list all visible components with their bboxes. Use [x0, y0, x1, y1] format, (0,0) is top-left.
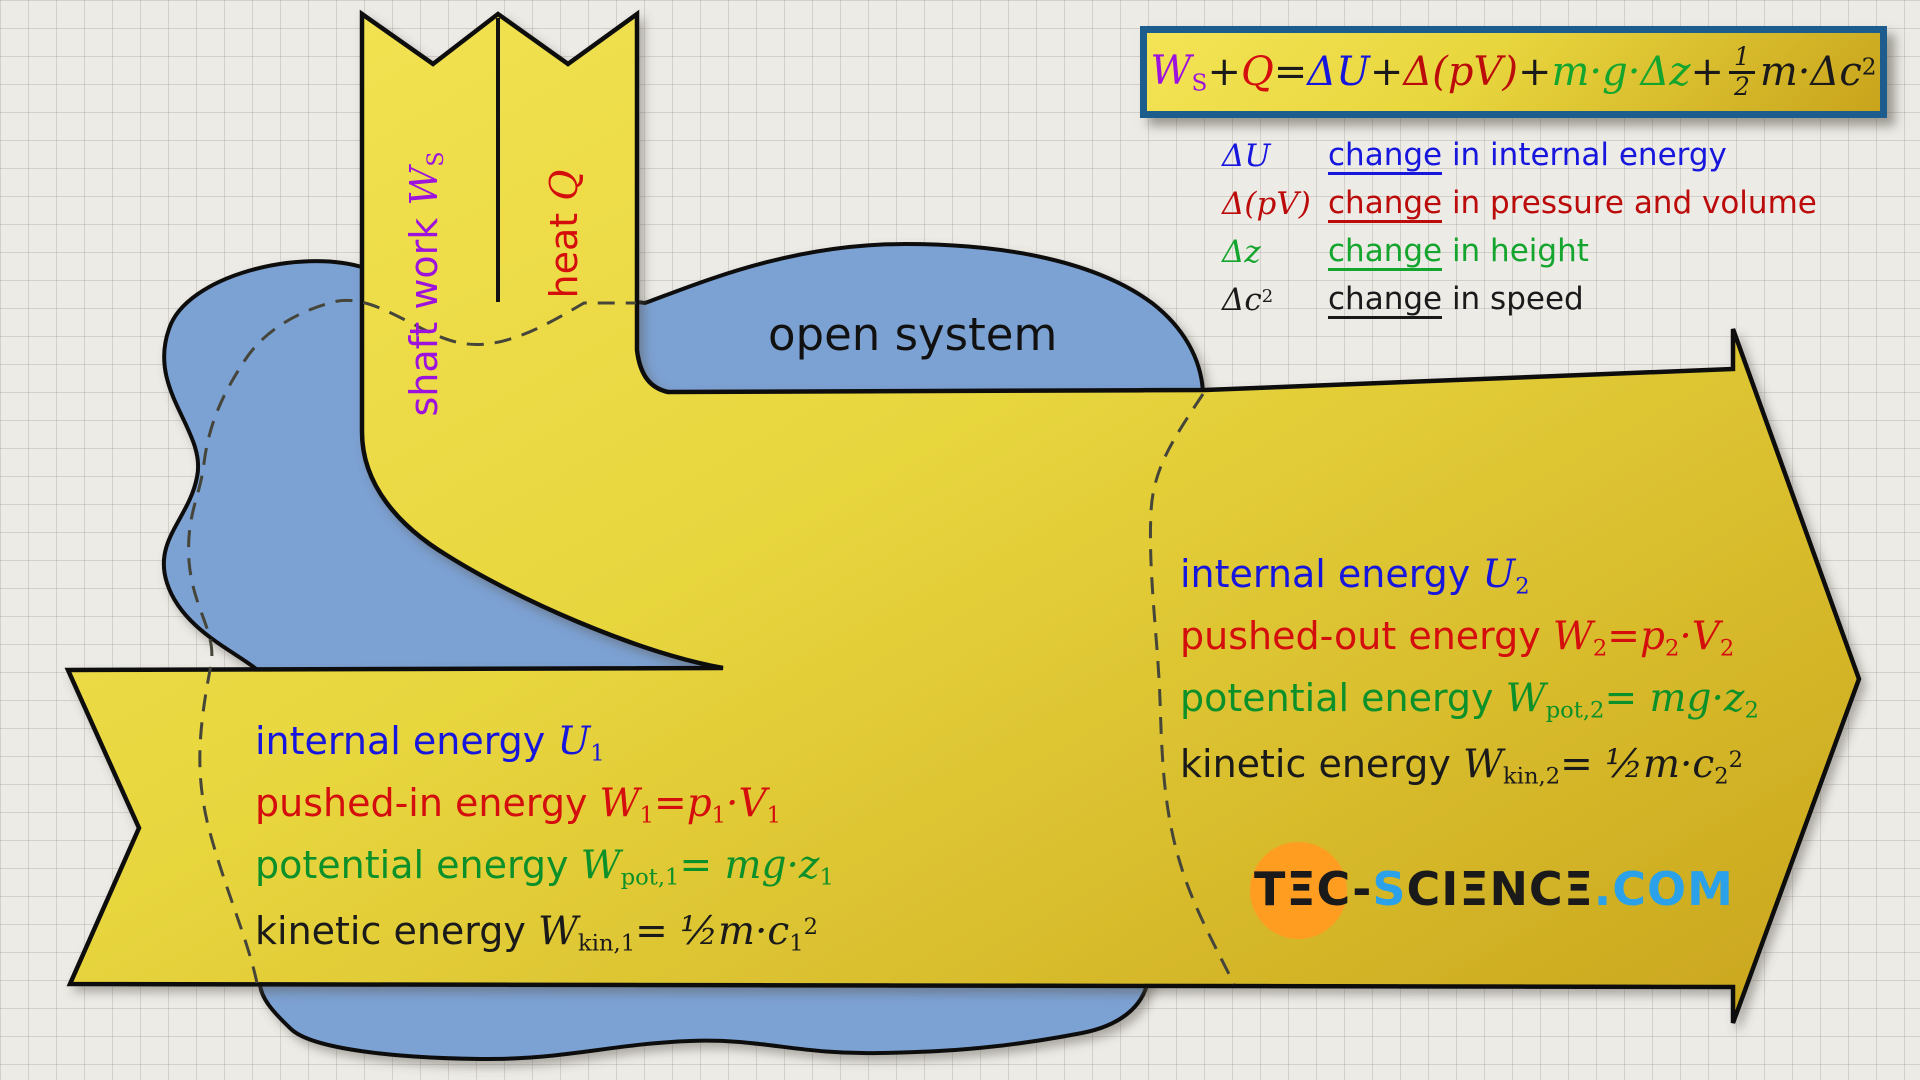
logo-orange-circle	[1250, 842, 1347, 939]
outlet-kinetic-energy: kinetic energy Wkin,2= ½m·c22	[1180, 742, 1744, 790]
legend-row-speed: Δc2 change in speed	[1222, 276, 1817, 324]
legend-text: change in speed	[1328, 281, 1584, 319]
system-boundary-dashed-right	[1148, 393, 1236, 985]
inlet-pushed-in-energy: pushed-in energy W1=p1·V1	[255, 781, 782, 829]
outlet-potential-energy: potential energy Wpot,2= mg·z2	[1180, 676, 1759, 724]
equation-kinetic-term: m·Δc2	[1759, 49, 1877, 95]
legend-symbol: Δ(pV)	[1222, 186, 1311, 222]
legend-text: change in pressure and volume	[1328, 185, 1817, 223]
legend-symbol: Δc2	[1222, 282, 1274, 318]
legend-row-height: Δz change in height	[1222, 228, 1817, 276]
equation-internal-energy-term: ΔU	[1307, 49, 1370, 95]
equation-flow-work-term: Δ(pV)	[1403, 49, 1518, 95]
legend-symbol: Δz	[1222, 234, 1261, 270]
legend-text: change in internal energy	[1328, 137, 1727, 175]
legend-row-internal-energy: ΔU change in internal energy	[1222, 132, 1817, 180]
inlet-potential-energy: potential energy Wpot,1= mg·z1	[255, 843, 834, 891]
energy-flow-arrow	[64, 9, 1862, 1024]
open-system-label: open system	[768, 308, 1058, 361]
inlet-kinetic-energy: kinetic energy Wkin,1= ½m·c12	[255, 909, 819, 957]
legend-symbol: ΔU	[1222, 138, 1271, 174]
legend-text: change in height	[1328, 233, 1589, 271]
equation-shaft-work-term: WS	[1150, 47, 1208, 97]
legend-row-pressure-volume: Δ(pV) change in pressure and volume	[1222, 180, 1817, 228]
inlet-internal-energy: internal energy U1	[255, 719, 605, 767]
tec-science-logo: TΞC-SCIΞNCΞ.COM	[1254, 862, 1734, 916]
equation-potential-term: m·g·Δz	[1551, 49, 1691, 95]
inlet-energy-list: internal energy U1 pushed-in energy W1=p…	[255, 710, 834, 958]
equation-legend: ΔU change in internal energy Δ(pV) chang…	[1222, 132, 1817, 324]
shaft-work-label: shaft work WS	[402, 151, 450, 417]
equation-heat-term: Q	[1240, 49, 1274, 95]
outlet-pushed-out-energy: pushed-out energy W2=p2·V2	[1180, 614, 1735, 662]
system-boundary-dashed-left	[187, 298, 636, 984]
outlet-energy-list: internal energy U2 pushed-out energy W2=…	[1180, 543, 1759, 791]
heat-label: heat Q	[542, 169, 586, 299]
outlet-internal-energy: internal energy U2	[1180, 552, 1530, 600]
